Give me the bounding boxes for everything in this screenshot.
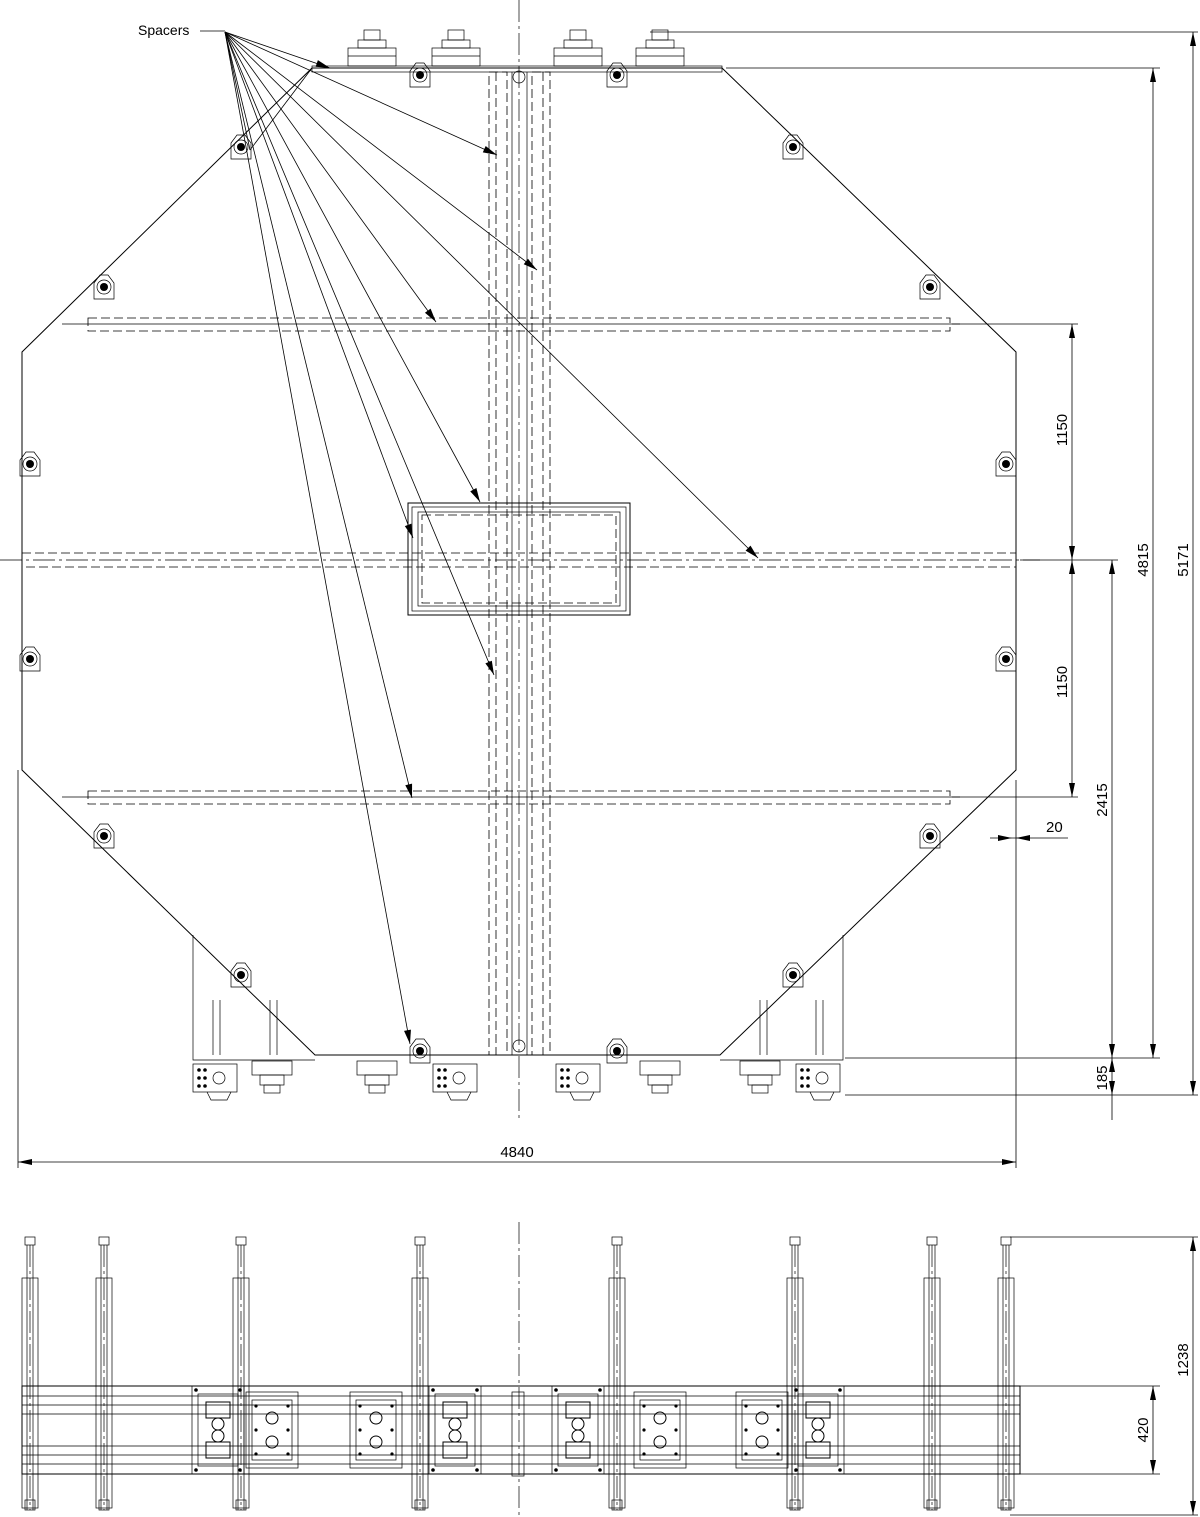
dim-total-width: 4840 xyxy=(500,1144,533,1161)
bushing-fitting xyxy=(192,1063,238,1101)
side-fitting xyxy=(791,1385,845,1475)
spacer-arrowhead xyxy=(404,523,413,538)
spacer-leader xyxy=(224,31,759,559)
bushing-fitting xyxy=(432,1063,478,1101)
clamping-rod xyxy=(608,1236,626,1511)
dim-bottom-offset: 185 xyxy=(1094,1065,1111,1090)
spacer-leader xyxy=(224,31,495,676)
spacer-leader xyxy=(224,31,481,503)
terminal-fitting xyxy=(251,1060,293,1094)
terminal-fitting xyxy=(739,1060,781,1094)
clamp-lug xyxy=(409,1038,431,1064)
top-terminal xyxy=(431,29,481,67)
spacer-arrowhead xyxy=(485,660,494,675)
dim-center-to-base: 2415 xyxy=(1094,783,1111,816)
dim-lower-spacing: 1150 xyxy=(1054,666,1071,698)
side-fitting xyxy=(428,1385,482,1475)
dimension-lines: 5171 4815 1150 1150 2415 185 20 4840 xyxy=(17,31,1198,1168)
side-fitting xyxy=(551,1385,605,1475)
side-fitting xyxy=(191,1385,245,1475)
spacer-arrowhead xyxy=(405,783,413,798)
bottom-fittings xyxy=(192,1060,841,1101)
spacer-leader xyxy=(224,31,538,271)
clamp-lugs xyxy=(19,62,1017,1064)
side-fitting xyxy=(735,1391,789,1469)
clamp-lug xyxy=(606,1038,628,1064)
spacer-leader xyxy=(224,31,414,539)
clamp-lug xyxy=(93,274,115,300)
clamp-lug xyxy=(409,62,431,88)
dim-side-view-depth: 420 xyxy=(1135,1417,1152,1442)
clamping-rod xyxy=(411,1236,429,1511)
spacer-leader xyxy=(224,31,498,156)
spacers-callout: Spacers xyxy=(138,22,759,1045)
spacer-leader xyxy=(224,31,411,1045)
top-terminal xyxy=(347,29,397,67)
core-frame-outline xyxy=(21,67,1017,1056)
dim-side-view-height: 1238 xyxy=(1175,1343,1192,1376)
clamp-lug xyxy=(230,962,252,988)
clamping-rod xyxy=(997,1236,1015,1511)
spacer-arrowhead xyxy=(404,1029,411,1044)
terminal-fitting xyxy=(639,1060,681,1094)
dim-total-height: 5171 xyxy=(1175,543,1192,576)
terminal-fitting xyxy=(356,1060,398,1094)
clamping-rod xyxy=(923,1236,941,1511)
spacer-arrowhead xyxy=(470,488,480,502)
bushing-fitting xyxy=(555,1063,601,1101)
side-fitting xyxy=(633,1391,687,1469)
clamp-lug xyxy=(230,134,252,160)
top-terminals xyxy=(347,29,685,67)
spacer-arrowhead xyxy=(424,308,436,322)
clamping-rod xyxy=(95,1236,113,1511)
spacer-leader xyxy=(224,31,331,69)
side-view xyxy=(21,1222,1021,1515)
spacer-arrowhead xyxy=(745,545,758,558)
clamp-lug xyxy=(19,451,41,477)
clamp-lug xyxy=(919,274,941,300)
spacer-leader xyxy=(224,31,437,323)
top-terminal xyxy=(553,29,603,67)
clamp-lug xyxy=(995,646,1017,672)
clamp-lug xyxy=(919,823,941,849)
center-block xyxy=(511,1391,525,1477)
side-fitting xyxy=(245,1391,299,1469)
spacer-leader xyxy=(224,31,413,799)
bushing-fitting xyxy=(795,1063,841,1101)
dim-inner-height: 4815 xyxy=(1135,543,1152,576)
dim-side-gap: 20 xyxy=(1046,819,1063,836)
clamp-lug xyxy=(19,646,41,672)
spacer-arrowhead xyxy=(482,146,497,155)
clamp-lug xyxy=(606,62,628,88)
spacer-arrowhead xyxy=(523,258,537,270)
top-terminal xyxy=(635,29,685,67)
plan-view xyxy=(0,0,1040,1120)
dim-upper-spacing: 1150 xyxy=(1054,414,1071,446)
spacer-arrowhead xyxy=(315,60,330,68)
clamping-rod xyxy=(21,1236,39,1511)
side-fitting xyxy=(349,1391,403,1469)
clamp-lug xyxy=(782,962,804,988)
spacers-label: Spacers xyxy=(138,22,189,38)
clamp-lug xyxy=(782,134,804,160)
clamp-lug xyxy=(93,823,115,849)
side-dimension-lines: 1238 420 xyxy=(1010,1236,1198,1516)
clamp-lug xyxy=(995,451,1017,477)
